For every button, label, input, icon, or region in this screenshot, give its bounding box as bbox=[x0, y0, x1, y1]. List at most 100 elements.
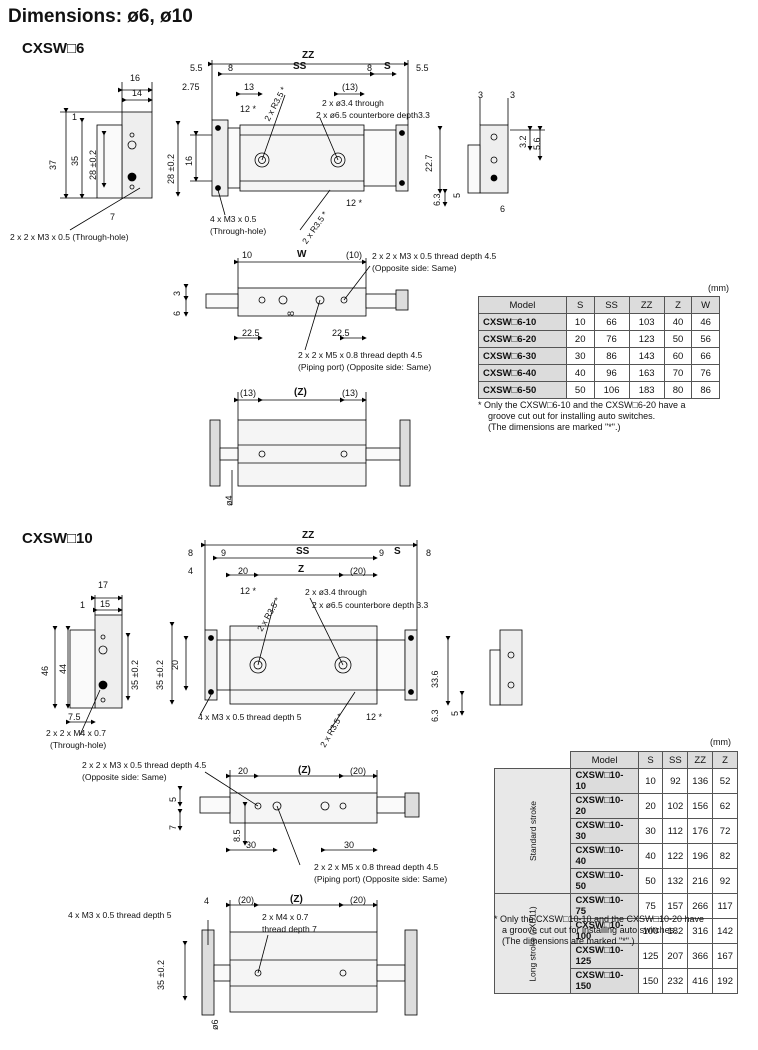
dim-6-b: 6 bbox=[172, 310, 182, 316]
table10-cell: 10 bbox=[637, 768, 664, 794]
dim-5-6: 5.6 bbox=[532, 137, 542, 150]
table10-header-cell: Z bbox=[712, 751, 738, 769]
cxsw6-end-view bbox=[60, 82, 153, 231]
table6-cell: 163 bbox=[628, 364, 665, 382]
dim-12-star: 12 * bbox=[240, 104, 257, 114]
dim-8-5: 8.5 bbox=[232, 829, 242, 842]
m3-x4-label: 4 x M3 x 0.5 bbox=[210, 214, 257, 224]
dim-9-a: 9 bbox=[221, 548, 227, 558]
dim-35-b: 35 ±0.2 bbox=[155, 660, 165, 690]
dim-35-a: 35 ±0.2 bbox=[130, 660, 140, 690]
dim-7-5: 7.5 bbox=[68, 712, 81, 722]
m4-depth-label: thread depth 7 bbox=[262, 924, 317, 934]
table10-cell: 176 bbox=[687, 818, 714, 844]
dim-9-b: 9 bbox=[379, 548, 385, 558]
m3-depth5-label-b: 4 x M3 x 0.5 thread depth 5 bbox=[68, 910, 172, 920]
cxsw10-top-view bbox=[169, 540, 418, 731]
dim-5-10: 5 bbox=[450, 710, 460, 716]
table6-cell: 10 bbox=[565, 313, 595, 331]
section-title-cxsw6: CXSW□6 bbox=[22, 40, 85, 57]
cxsw10-side-view bbox=[445, 629, 523, 716]
table10-cell: CXSW□10-150 bbox=[570, 968, 639, 994]
table6-cell: 80 bbox=[663, 381, 693, 399]
m3-x4-through-label: (Through-hole) bbox=[210, 226, 267, 236]
m3-thread-label-10: 2 x 2 x M3 x 0.5 thread depth 4.5 bbox=[82, 760, 207, 770]
dim-28-a: 28 ±0.2 bbox=[88, 150, 98, 180]
table10-cell: 157 bbox=[662, 893, 689, 919]
table10-cell: 232 bbox=[662, 968, 689, 994]
dim-16-w: 16 bbox=[130, 73, 141, 83]
table6-header-cell: Model bbox=[478, 296, 567, 314]
dim-ss-10: SS bbox=[296, 546, 310, 557]
dim-8-b: 8 bbox=[367, 63, 373, 73]
dim-20-v: 20 bbox=[170, 659, 180, 670]
thread-label: 2 x 2 x M3 x 0.5 thread depth 4.5 bbox=[372, 251, 497, 261]
table10-cell: 117 bbox=[712, 893, 738, 919]
table6-cell: 66 bbox=[593, 313, 630, 331]
dim-8-a-10: 8 bbox=[188, 548, 194, 558]
table6-cell: 60 bbox=[663, 347, 693, 365]
table10-cell: CXSW□10-20 bbox=[570, 793, 639, 819]
dim-3-c: 3 bbox=[172, 290, 182, 296]
dim-zz-10: ZZ bbox=[302, 530, 315, 541]
dim-20-e: (20) bbox=[238, 895, 255, 905]
dim-20-d: (20) bbox=[350, 766, 367, 776]
m4-label: 2 x 2 x M4 x 0.7 bbox=[46, 728, 106, 738]
table6-unit: (mm) bbox=[708, 283, 729, 293]
table10-unit: (mm) bbox=[710, 737, 731, 747]
table10-cell: 92 bbox=[712, 868, 738, 894]
table6-cell: 76 bbox=[691, 364, 720, 382]
opposite-side-label-10: (Opposite side: Same) bbox=[82, 772, 167, 782]
dim-s-10: S bbox=[394, 546, 401, 557]
table10-cell: 156 bbox=[687, 793, 714, 819]
section-title-cxsw10: CXSW□10 bbox=[22, 530, 93, 547]
opposite-side-label: (Opposite side: Same) bbox=[372, 263, 457, 273]
table10-cell: 207 bbox=[662, 943, 689, 969]
dim-20-paren: (20) bbox=[350, 566, 367, 576]
table6-cell: 103 bbox=[628, 313, 665, 331]
dim-4-b: 4 bbox=[204, 896, 210, 906]
counterbore-label: 2 x ø6.5 counterbore depth3.3 bbox=[316, 110, 430, 120]
table10-cell: 40 bbox=[637, 843, 664, 869]
table10-cell: 125 bbox=[637, 943, 664, 969]
table6-cell: CXSW□6-10 bbox=[478, 313, 567, 331]
table10-cell: 92 bbox=[662, 768, 689, 794]
table10-cell: 82 bbox=[712, 843, 738, 869]
dim-13-paren: (13) bbox=[342, 82, 359, 92]
m3-depth5-label: 4 x M3 x 0.5 thread depth 5 bbox=[198, 712, 302, 722]
table10-note-2: a groove cut out for installing auto swi… bbox=[502, 925, 677, 935]
dim-8-a: 8 bbox=[228, 63, 234, 73]
dim-35: 35 bbox=[70, 155, 80, 166]
table10-note-1: * Only the CXSW□10-10 and the CXSW□10-20… bbox=[494, 914, 704, 924]
table6-cell: 20 bbox=[565, 330, 595, 348]
cxsw10-front-view bbox=[177, 770, 420, 866]
dim-3-b: 3 bbox=[510, 90, 516, 100]
table10-cell: 20 bbox=[637, 793, 664, 819]
dim-14: 14 bbox=[132, 88, 143, 98]
through-hole-label-10: 2 x ø3.4 through bbox=[305, 587, 367, 597]
m4-through-label: (Through-hole) bbox=[50, 740, 107, 750]
table10-cell: 136 bbox=[687, 768, 714, 794]
table10-cell: 196 bbox=[687, 843, 714, 869]
table6-cell: 76 bbox=[593, 330, 630, 348]
dim-3-a: 3 bbox=[478, 90, 484, 100]
table6-cell: 86 bbox=[691, 381, 720, 399]
dim-8: 8 bbox=[286, 310, 296, 316]
dim-s-6: S bbox=[384, 61, 391, 72]
dim-22-5-a: 22.5 bbox=[242, 328, 260, 338]
table6-header-cell: SS bbox=[593, 296, 630, 314]
dim-7-10: 7 bbox=[168, 824, 178, 830]
dim-4: 4 bbox=[188, 566, 194, 576]
dim-8-b-10: 8 bbox=[426, 548, 432, 558]
table6-cell: 46 bbox=[691, 313, 720, 331]
